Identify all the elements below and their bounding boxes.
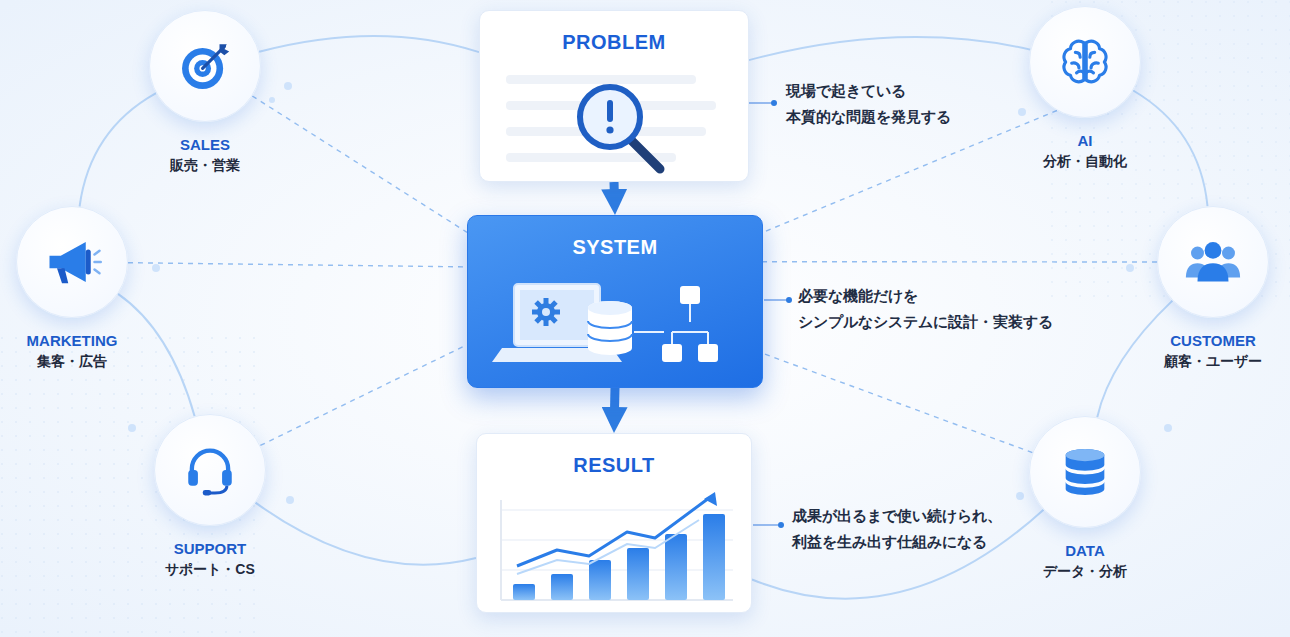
box-title: RESULT [477,454,751,477]
circle-subheading: データ・分析 [1043,563,1127,581]
flow-arrow [610,182,619,197]
icon-circle [1029,6,1141,118]
illustration [477,490,753,612]
circle-heading: MARKETING [27,332,118,349]
orbit-line [1133,91,1207,207]
icon-circle [149,10,261,122]
orbit-line [118,294,195,416]
dashed-link [763,110,1057,232]
circle-subheading: 集客・広告 [27,353,118,371]
icon-circle [1157,206,1269,318]
illustration [468,274,764,388]
box-title: SYSTEM [468,236,762,259]
circle-labels: AI 分析・自動化 [1043,132,1127,171]
customer-circle: CUSTOMER顧客・ユーザー [1157,206,1269,318]
result-box: RESULT [476,433,752,613]
dashed-link [128,263,467,267]
circle-heading: SALES [170,136,240,153]
icon-circle [154,414,266,526]
orbit-line [80,93,157,206]
icon-circle [16,206,128,318]
ai-circle: AI分析・自動化 [1029,6,1141,118]
dashed-link [252,96,467,232]
dashed-link [763,261,1157,263]
dashed-link [763,353,1032,452]
problem-box: PROBLEM [479,10,749,182]
orbit-line [255,503,476,565]
dashed-link [260,345,467,446]
circle-labels: DATA データ・分析 [1043,542,1127,581]
data-circle: DATAデータ・分析 [1029,416,1141,528]
circle-labels: SALES 販売・営業 [170,136,240,175]
orbit-line [749,37,1030,60]
circle-labels: CUSTOMER 顧客・ユーザー [1164,332,1262,371]
circle-heading: CUSTOMER [1164,332,1262,349]
circle-labels: SUPPORT サポート・CS [165,540,254,579]
circle-subheading: 顧客・ユーザー [1164,353,1262,371]
circle-subheading: 販売・営業 [170,157,240,175]
circle-subheading: サポート・CS [165,561,254,579]
sales-circle: SALES販売・営業 [149,10,261,122]
support-circle: SUPPORTサポート・CS [154,414,266,526]
flow-arrow [610,388,620,415]
icon-circle [1029,416,1141,528]
orbit-line [259,36,479,52]
orbit-line [1097,301,1172,418]
annotation-text: 現場で起きている 本質的な問題を発見する [786,78,986,130]
annotation-text: 必要な機能だけを シンプルなシステムに設計・実装する [798,283,1078,335]
illustration [480,69,750,183]
circle-labels: MARKETING 集客・広告 [27,332,118,371]
box-title: PROBLEM [480,31,748,54]
circle-heading: DATA [1043,542,1127,559]
marketing-circle: MARKETING集客・広告 [16,206,128,318]
annotation-text: 成果が出るまで使い続けられ、 利益を生み出す仕組みになる [792,503,1032,555]
circle-heading: SUPPORT [165,540,254,557]
system-box: SYSTEM [467,215,763,388]
circle-subheading: 分析・自動化 [1043,153,1127,171]
circle-heading: AI [1043,132,1127,149]
